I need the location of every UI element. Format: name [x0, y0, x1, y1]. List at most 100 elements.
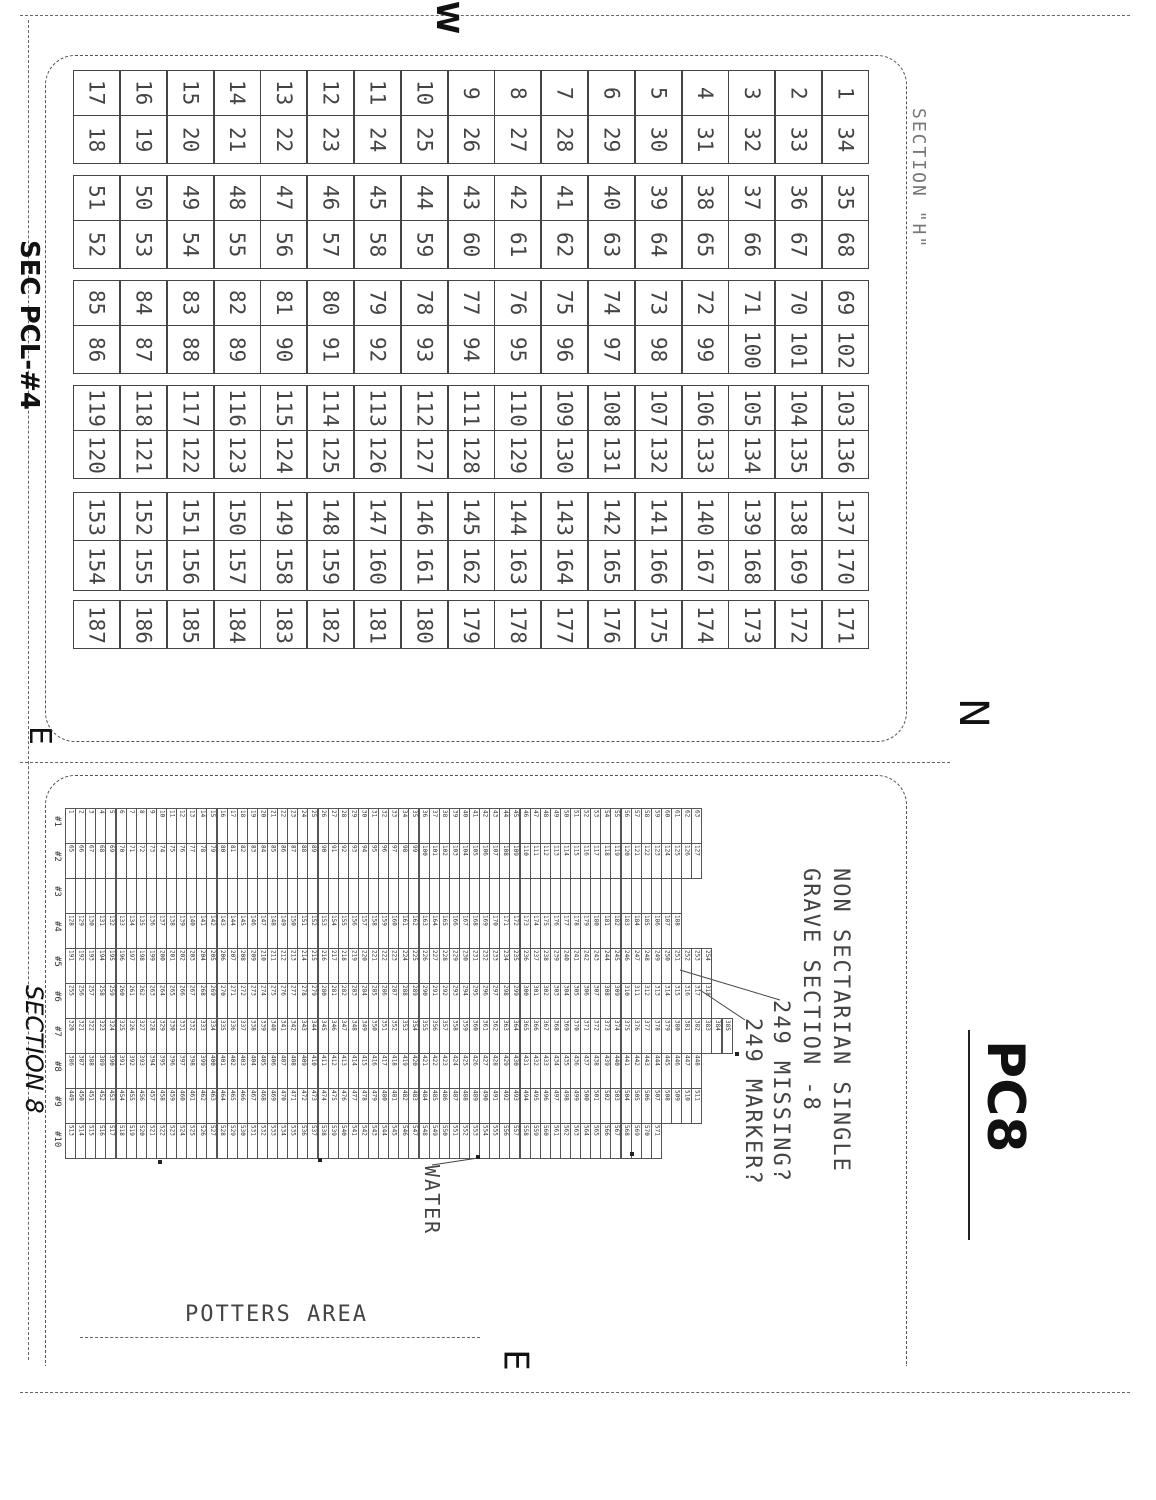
plot-157[interactable]: 157 — [213, 540, 261, 591]
plot-133[interactable]: 133 — [681, 430, 729, 479]
grave-127[interactable]: 127 — [691, 843, 703, 879]
plot-130[interactable]: 130 — [541, 430, 589, 479]
grave-63[interactable]: 63 — [691, 808, 703, 844]
plot-81[interactable]: 81 — [260, 280, 308, 326]
plot-123[interactable]: 123 — [213, 430, 261, 479]
plot-185[interactable]: 185 — [166, 600, 214, 649]
plot-179[interactable]: 179 — [447, 600, 495, 649]
plot-127[interactable]: 127 — [400, 430, 448, 479]
plot-155[interactable]: 155 — [120, 540, 167, 591]
plot-28[interactable]: 28 — [541, 115, 589, 164]
plot-82[interactable]: 82 — [213, 280, 261, 326]
plot-175[interactable]: 175 — [634, 600, 682, 649]
plot-32[interactable]: 32 — [728, 115, 776, 164]
plot-126[interactable]: 126 — [354, 430, 401, 479]
plot-59[interactable]: 59 — [400, 220, 448, 269]
plot-24[interactable]: 24 — [354, 115, 401, 164]
plot-124[interactable]: 124 — [260, 430, 308, 479]
plot-18[interactable]: 18 — [73, 115, 121, 164]
plot-166[interactable]: 166 — [634, 540, 682, 591]
plot-50[interactable]: 50 — [120, 175, 167, 221]
plot-108[interactable]: 108 — [588, 385, 635, 431]
plot-67[interactable]: 67 — [775, 220, 823, 269]
grave-318[interactable]: 318 — [701, 983, 713, 1019]
plot-103[interactable]: 103 — [822, 385, 869, 431]
plot-60[interactable]: 60 — [447, 220, 495, 269]
plot-21[interactable]: 21 — [213, 115, 261, 164]
plot-76[interactable]: 76 — [494, 280, 542, 326]
plot-101[interactable]: 101 — [775, 325, 823, 374]
plot-165[interactable]: 165 — [588, 540, 635, 591]
plot-57[interactable]: 57 — [307, 220, 355, 269]
plot-70[interactable]: 70 — [775, 280, 823, 326]
plot-109[interactable]: 109 — [541, 385, 589, 431]
plot-64[interactable]: 64 — [634, 220, 682, 269]
plot-16[interactable]: 16 — [120, 70, 167, 116]
plot-25[interactable]: 25 — [400, 115, 448, 164]
plot-87[interactable]: 87 — [120, 325, 167, 374]
plot-36[interactable]: 36 — [775, 175, 823, 221]
plot-148[interactable]: 148 — [307, 492, 355, 541]
plot-131[interactable]: 131 — [588, 430, 635, 479]
plot-31[interactable]: 31 — [681, 115, 729, 164]
plot-96[interactable]: 96 — [541, 325, 589, 374]
plot-119[interactable]: 119 — [73, 385, 121, 431]
plot-118[interactable]: 118 — [120, 385, 167, 431]
plot-156[interactable]: 156 — [166, 540, 214, 591]
plot-176[interactable]: 176 — [588, 600, 635, 649]
plot-186[interactable]: 186 — [120, 600, 167, 649]
plot-183[interactable]: 183 — [260, 600, 308, 649]
plot-180[interactable]: 180 — [400, 600, 448, 649]
plot-129[interactable]: 129 — [494, 430, 542, 479]
plot-134[interactable]: 134 — [728, 430, 776, 479]
plot-184[interactable]: 184 — [213, 600, 261, 649]
plot-173[interactable]: 173 — [728, 600, 776, 649]
plot-182[interactable]: 182 — [307, 600, 355, 649]
plot-37[interactable]: 37 — [728, 175, 776, 221]
plot-160[interactable]: 160 — [354, 540, 401, 591]
plot-125[interactable]: 125 — [307, 430, 355, 479]
plot-66[interactable]: 66 — [728, 220, 776, 269]
plot-153[interactable]: 153 — [73, 492, 121, 541]
plot-121[interactable]: 121 — [120, 430, 167, 479]
plot-136[interactable]: 136 — [822, 430, 869, 479]
plot-164[interactable]: 164 — [541, 540, 589, 591]
plot-89[interactable]: 89 — [213, 325, 261, 374]
plot-104[interactable]: 104 — [775, 385, 823, 431]
grave-448[interactable]: 448 — [691, 1053, 703, 1089]
grave-254[interactable]: 254 — [701, 948, 713, 984]
plot-34[interactable]: 34 — [822, 115, 869, 164]
plot-94[interactable]: 94 — [447, 325, 495, 374]
plot-91[interactable]: 91 — [307, 325, 355, 374]
plot-172[interactable]: 172 — [775, 600, 823, 649]
plot-178[interactable]: 178 — [494, 600, 542, 649]
plot-22[interactable]: 22 — [260, 115, 308, 164]
plot-95[interactable]: 95 — [494, 325, 542, 374]
grave-385[interactable]: 385 — [721, 1018, 733, 1054]
plot-187[interactable]: 187 — [73, 600, 121, 649]
plot-56[interactable]: 56 — [260, 220, 308, 269]
plot-174[interactable]: 174 — [681, 600, 729, 649]
plot-58[interactable]: 58 — [354, 220, 401, 269]
plot-23[interactable]: 23 — [307, 115, 355, 164]
plot-177[interactable]: 177 — [541, 600, 589, 649]
plot-63[interactable]: 63 — [588, 220, 635, 269]
plot-92[interactable]: 92 — [354, 325, 401, 374]
plot-120[interactable]: 120 — [73, 430, 121, 479]
plot-68[interactable]: 68 — [822, 220, 869, 269]
plot-146[interactable]: 146 — [400, 492, 448, 541]
plot-128[interactable]: 128 — [447, 430, 495, 479]
plot-168[interactable]: 168 — [728, 540, 776, 591]
grave-571[interactable]: 571 — [650, 1123, 662, 1159]
plot-88[interactable]: 88 — [166, 325, 214, 374]
plot-169[interactable]: 169 — [775, 540, 823, 591]
plot-98[interactable]: 98 — [634, 325, 682, 374]
plot-170[interactable]: 170 — [822, 540, 869, 591]
plot-86[interactable]: 86 — [73, 325, 121, 374]
plot-27[interactable]: 27 — [494, 115, 542, 164]
plot-90[interactable]: 90 — [260, 325, 308, 374]
plot-171[interactable]: 171 — [822, 600, 869, 649]
plot-147[interactable]: 147 — [354, 492, 401, 541]
plot-93[interactable]: 93 — [400, 325, 448, 374]
plot-10[interactable]: 10 — [400, 70, 448, 116]
